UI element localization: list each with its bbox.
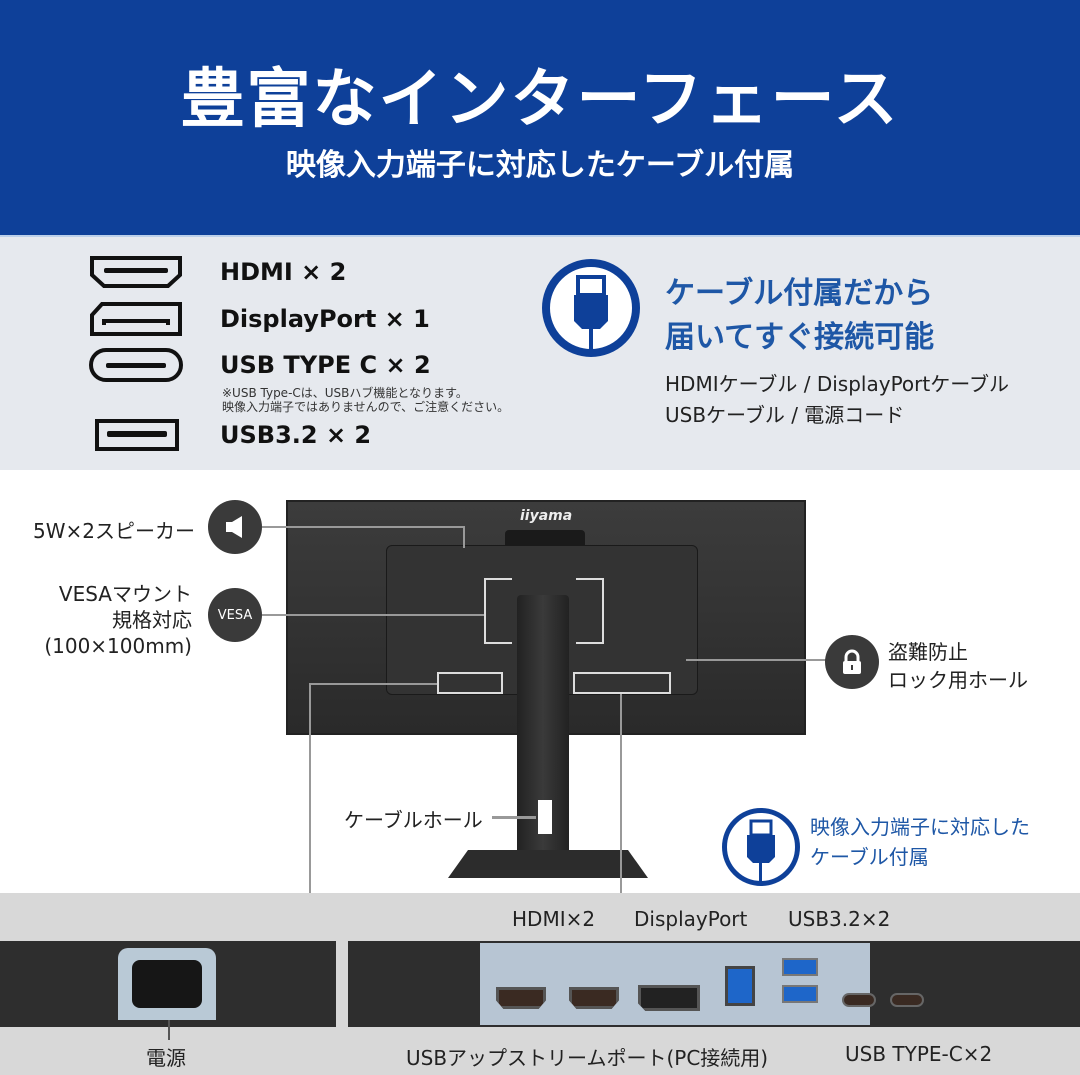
vesa-line: VESAマウント xyxy=(58,582,192,606)
usb-a-icon xyxy=(88,416,184,454)
port-label: USB3.2 × 2 xyxy=(220,421,372,449)
page-subtitle: 映像入力端子に対応したケーブル付属 xyxy=(285,148,795,183)
lock-line: ロック用ホール xyxy=(888,668,1028,692)
vesa-label: VESAマウント 規格対応 (100×100mm) xyxy=(0,581,192,659)
usb32-label: USB3.2×2 xyxy=(788,907,891,931)
hdmi-label: HDMI×2 xyxy=(512,907,596,931)
cable-hole xyxy=(538,800,552,834)
cable-list-2: USBケーブル / 電源コード xyxy=(665,403,905,427)
cable-icon xyxy=(542,259,640,357)
power-highlight xyxy=(437,672,503,694)
power-socket-icon xyxy=(132,960,202,1008)
usb-b-port xyxy=(725,966,755,1006)
vesa-leader-line xyxy=(262,614,484,616)
header-banner: 豊富なインターフェース 映像入力端子に対応したケーブル付属 xyxy=(0,0,1080,235)
note-line: ※USB Type-Cは、USBハブ機能となります。 xyxy=(222,386,468,400)
cable-list-1: HDMIケーブル / DisplayPortケーブル xyxy=(665,372,1010,396)
handle xyxy=(505,530,585,548)
usb-c-label: USB TYPE-C×2 xyxy=(845,1042,993,1066)
cable-badge-text: 映像入力端子に対応した ケーブル付属 xyxy=(810,812,1030,872)
port-label: DisplayPort × 1 xyxy=(220,305,430,333)
usb-a-port-2 xyxy=(782,985,818,1003)
usb-a-port-1 xyxy=(782,958,818,976)
usb-c-port-1 xyxy=(842,993,876,1007)
note-line: 映像入力端子ではありませんので、ご注意ください。 xyxy=(222,400,510,414)
port-label: USB TYPE C × 2 xyxy=(220,351,431,379)
vesa-bracket-right xyxy=(576,578,604,644)
displayport-label: DisplayPort xyxy=(634,907,748,931)
lock-label: 盗難防止 ロック用ホール xyxy=(888,638,1028,694)
power-label-line xyxy=(168,1020,170,1040)
lock-line: 盗難防止 xyxy=(888,640,968,664)
cable-hole-leader xyxy=(492,816,536,819)
vesa-line: (100×100mm) xyxy=(44,634,192,658)
page-title: 豊富なインターフェース xyxy=(180,63,900,137)
cable-heading-2: 届いてすぐ接続可能 xyxy=(665,320,935,355)
hdmi-port-2 xyxy=(569,987,619,1009)
cable-badge-line: 映像入力端子に対応した xyxy=(810,815,1030,839)
port-row-hdmi: HDMI × 2 xyxy=(88,250,346,294)
vesa-icon: VESA xyxy=(208,588,262,642)
power-leader-line xyxy=(309,683,311,941)
speaker-leader-line xyxy=(463,526,465,548)
speaker-leader-line xyxy=(262,526,464,528)
displayport-port xyxy=(638,985,700,1011)
hdmi-icon xyxy=(88,253,184,291)
usb-c-note: ※USB Type-Cは、USBハブ機能となります。 映像入力端子ではありません… xyxy=(222,386,509,414)
power-leader-line xyxy=(310,683,437,685)
displayport-icon xyxy=(88,300,184,338)
brand-logo: iiyama xyxy=(520,508,573,524)
cable-badge-icon xyxy=(722,808,800,886)
lock-icon xyxy=(825,635,879,689)
port-label: HDMI × 2 xyxy=(220,258,347,286)
port-row-displayport: DisplayPort × 1 xyxy=(88,297,430,341)
stand-base xyxy=(448,850,648,878)
usb-c-port-2 xyxy=(890,993,924,1007)
lock-leader-line xyxy=(686,659,826,661)
port-row-usb-c: USB TYPE C × 2 xyxy=(88,343,431,387)
port-row-usb-a: USB3.2 × 2 xyxy=(88,413,371,457)
cable-heading-1: ケーブル付属だから xyxy=(665,276,934,311)
usb-upstream-label: USBアップストリームポート(PC接続用) xyxy=(406,1046,769,1070)
usb-type-c-icon xyxy=(88,346,184,384)
speaker-label: 5W×2スピーカー xyxy=(33,519,195,543)
ports-panel xyxy=(480,943,870,1025)
vesa-line: 規格対応 xyxy=(112,608,192,632)
cable-badge-line: ケーブル付属 xyxy=(810,845,929,869)
power-label: 電源 xyxy=(146,1046,186,1070)
cable-hole-label: ケーブルホール xyxy=(344,808,483,832)
vesa-bracket-left xyxy=(484,578,512,644)
ports-highlight xyxy=(573,672,671,694)
hdmi-port-1 xyxy=(496,987,546,1009)
ports-leader-line xyxy=(620,694,622,940)
speaker-icon xyxy=(208,500,262,554)
